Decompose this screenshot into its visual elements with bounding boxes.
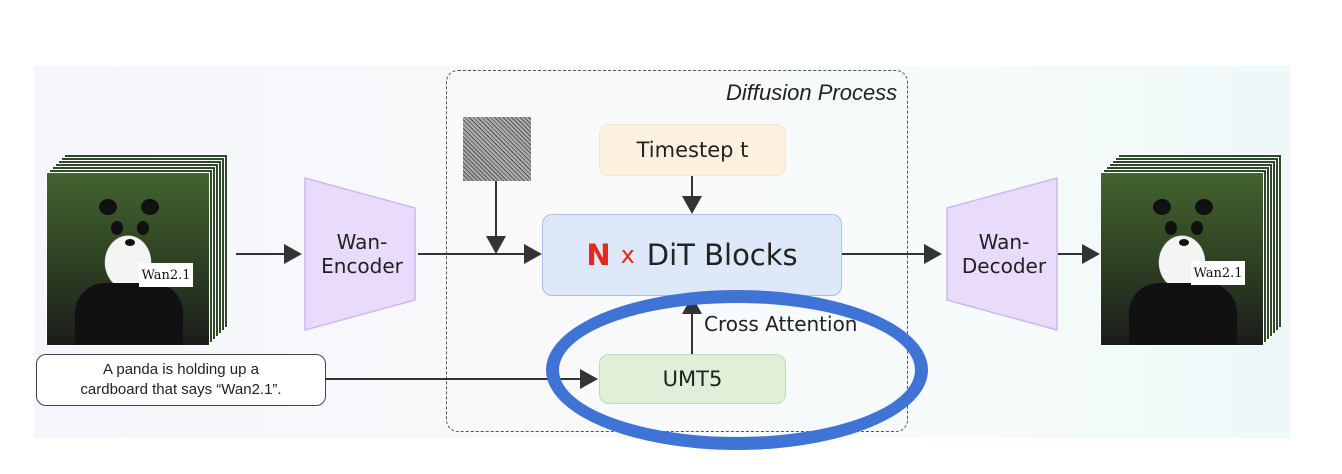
- prompt-box: A panda is holding up a cardboard that s…: [36, 354, 326, 406]
- cardboard-sign: Wan2.1: [139, 263, 193, 287]
- dit-x: x: [620, 241, 635, 269]
- prompt-line1: A panda is holding up a: [103, 361, 259, 378]
- decoder-line2: Decoder: [961, 254, 1047, 278]
- panda-image: Wan2.1: [46, 172, 210, 346]
- wan-decoder-shape: [946, 177, 1058, 331]
- noise-image: [463, 117, 531, 181]
- timestep-label: Timestep t: [636, 138, 749, 162]
- highlight-ellipse: [546, 290, 928, 450]
- cardboard-sign-output: Wan2.1: [1191, 261, 1245, 285]
- timestep-box: Timestep t: [599, 124, 786, 176]
- dit-n: N: [586, 238, 611, 272]
- encoder-line1: Wan-: [336, 230, 388, 254]
- wan-encoder-label: Wan- Encoder: [316, 230, 408, 278]
- panda-image-output: Wan2.1: [1100, 172, 1264, 346]
- wan-encoder-shape: [304, 177, 416, 331]
- diffusion-process-title: Diffusion Process: [726, 80, 898, 105]
- dit-label: DiT Blocks: [646, 238, 798, 272]
- dit-blocks-box: N x DiT Blocks: [542, 214, 842, 296]
- encoder-line2: Encoder: [321, 254, 403, 278]
- wan-decoder-label: Wan- Decoder: [958, 230, 1050, 278]
- prompt-line2: cardboard that says “Wan2.1”.: [80, 381, 282, 398]
- decoder-line1: Wan-: [978, 230, 1030, 254]
